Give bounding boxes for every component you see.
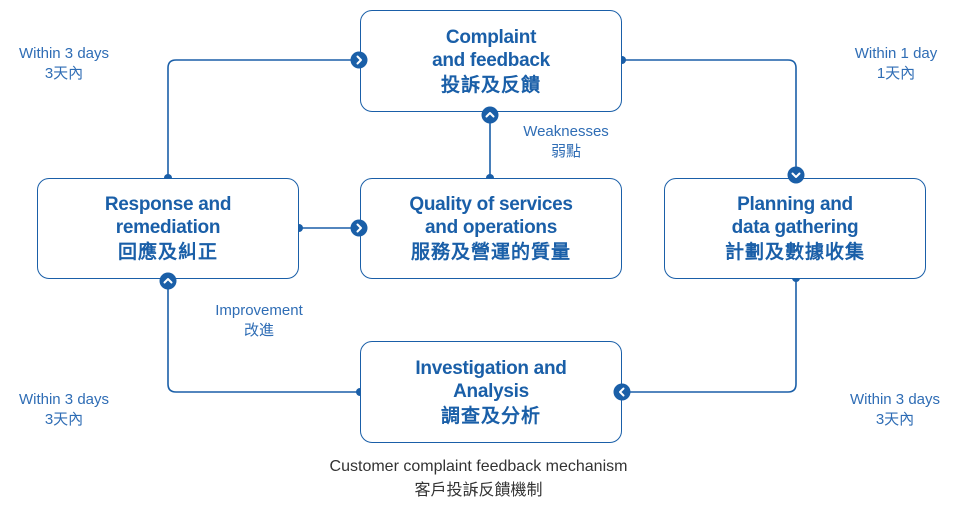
caption-zh: 客戶投訴反饋機制	[414, 482, 543, 499]
node-investigation-analysis: Investigation and Analysis 調查及分析	[360, 341, 622, 443]
label-within-3-days-bottom-right: Within 3 days 3天內	[834, 390, 956, 430]
label-top-right-en: Within 1 day	[854, 45, 938, 62]
node-complaint-en: Complaint and feedback	[432, 26, 550, 71]
node-response-remediation: Response and remediation 回應及糾正	[37, 178, 299, 279]
node-investigation-zh: 調查及分析	[440, 404, 541, 427]
chevron-up-icon	[159, 272, 177, 290]
label-within-3-days-top-left: Within 3 days 3天內	[4, 44, 124, 84]
label-bottom-right-en: Within 3 days	[849, 391, 941, 408]
label-bottom-right-zh: 3天內	[875, 411, 915, 428]
label-top-right-zh: 1天內	[876, 65, 916, 82]
label-bottom-left-en: Within 3 days	[18, 391, 110, 408]
node-planning-en: Planning and data gathering	[731, 194, 859, 238]
chevron-down-icon	[787, 166, 805, 184]
node-complaint-zh: 投訴及反饋	[440, 73, 541, 96]
label-top-left-en: Within 3 days	[18, 45, 110, 62]
chevron-left-icon	[613, 383, 631, 401]
node-planning-data: Planning and data gathering 計劃及數據收集	[664, 178, 926, 279]
chevron-right-icon	[350, 51, 368, 69]
label-bottom-left-zh: 3天內	[44, 411, 84, 428]
node-quality-en: Quality of services and operations	[409, 194, 573, 238]
node-complaint-feedback: Complaint and feedback 投訴及反饋	[360, 10, 622, 112]
label-weaknesses: Weaknesses 弱點	[506, 122, 626, 162]
node-investigation-en: Investigation and Analysis	[415, 357, 567, 402]
label-weaknesses-en: Weaknesses	[523, 123, 609, 140]
label-within-1-day-top-right: Within 1 day 1天內	[836, 44, 956, 84]
chevron-right-icon	[350, 219, 368, 237]
node-response-en: Response and remediation	[104, 194, 232, 238]
label-improvement-zh: 改進	[243, 322, 274, 339]
chevron-up-icon	[481, 106, 499, 124]
label-within-3-days-bottom-left: Within 3 days 3天內	[4, 390, 124, 430]
diagram-caption: Customer complaint feedback mechanism 客戶…	[0, 455, 957, 503]
node-quality-zh: 服務及營運的質量	[410, 241, 571, 263]
label-weaknesses-zh: 弱點	[550, 143, 581, 160]
node-planning-zh: 計劃及數據收集	[724, 241, 865, 263]
caption-en: Customer complaint feedback mechanism	[329, 458, 628, 475]
label-improvement-en: Improvement	[215, 302, 303, 319]
node-quality-services: Quality of services and operations 服務及營運…	[360, 178, 622, 279]
label-top-left-zh: 3天內	[44, 65, 84, 82]
label-improvement: Improvement 改進	[199, 301, 319, 341]
node-response-zh: 回應及糾正	[117, 241, 218, 263]
